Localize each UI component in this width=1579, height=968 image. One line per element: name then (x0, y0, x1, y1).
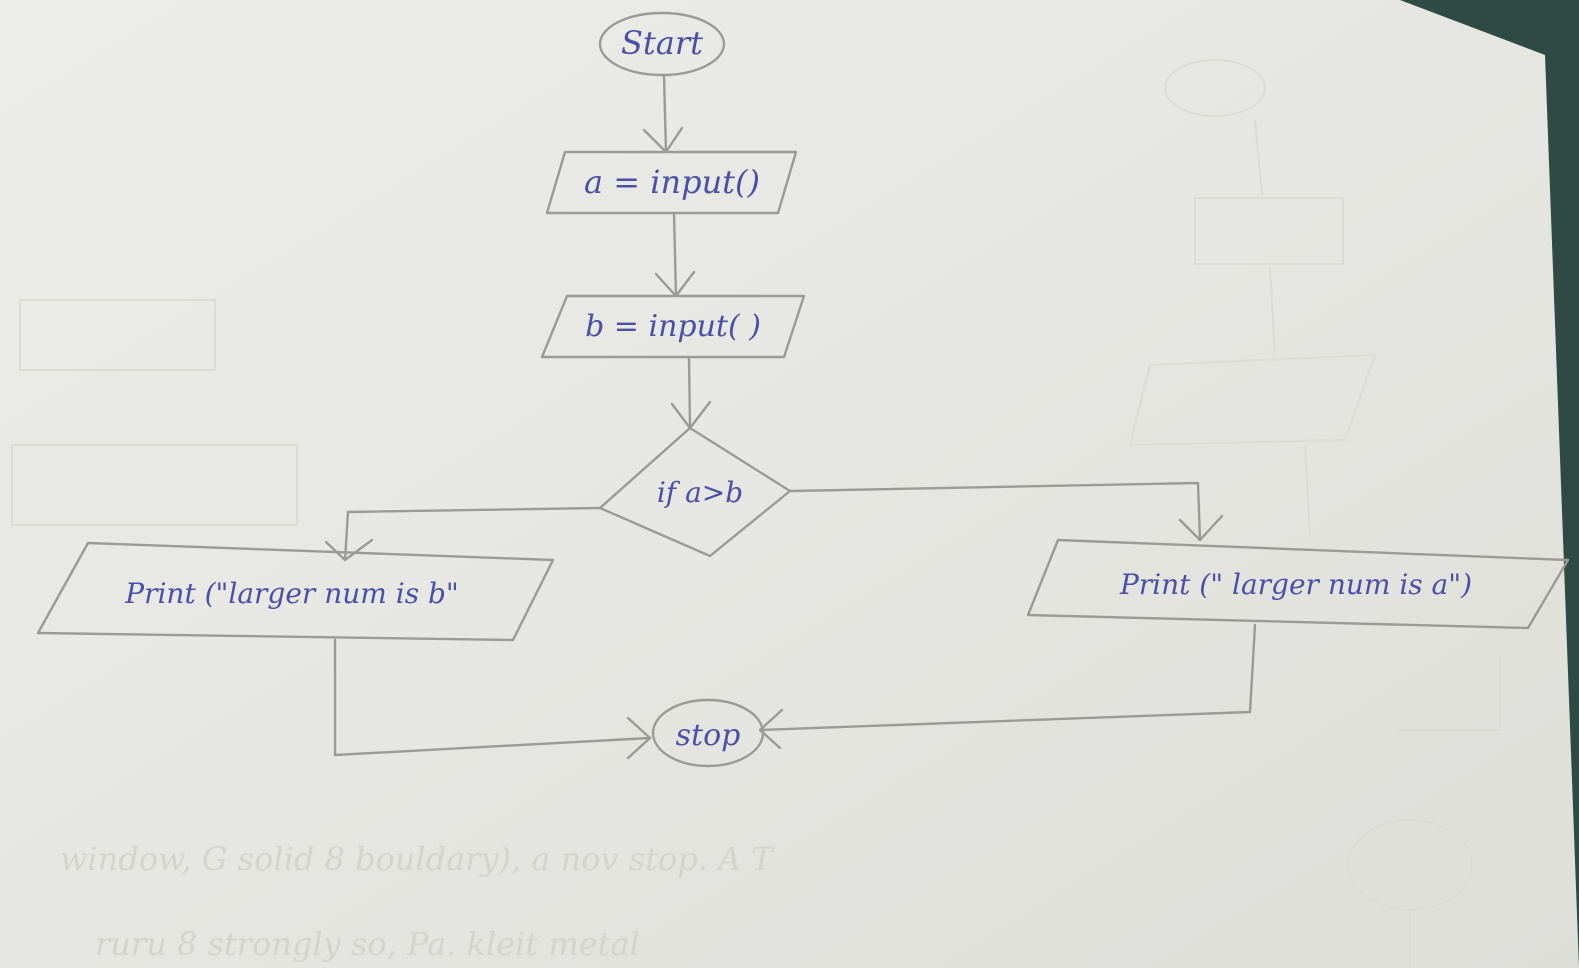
bleed-through-sketch: window, G solid 8 bouldary), a nov stop.… (11, 59, 1501, 968)
arrowhead-stop-left (626, 716, 652, 760)
print-b-box (36, 541, 555, 642)
stop-terminal (651, 698, 765, 768)
arrowhead-stop-right (758, 708, 784, 750)
input-b-label: b = input( ) (585, 309, 761, 344)
background-writing-line-1: window, G solid 8 bouldary), a nov stop.… (60, 840, 775, 878)
connector-decision-to-print-a (788, 481, 1202, 542)
decision-diamond (598, 426, 792, 558)
input-b-box (540, 294, 806, 359)
connectors (324, 73, 1257, 760)
flowchart-labels: Start a = input() b = input( ) if a>b Pr… (124, 24, 1472, 753)
print-a-box (1026, 538, 1570, 630)
flowchart-shapes (36, 11, 1570, 768)
arrowhead-print-a (1178, 514, 1224, 542)
print-a-label: Print (" larger num is a") (1119, 568, 1472, 601)
start-label: Start (621, 24, 703, 62)
connector-start-to-input-a (662, 73, 668, 154)
input-a-label: a = input() (584, 163, 760, 201)
print-b-label: Print ("larger num is b" (124, 577, 459, 610)
connector-print-a-to-stop (758, 623, 1257, 732)
start-terminal (598, 11, 726, 77)
background-writing-line-2: ruru 8 strongly so, Pa. kleit metal (95, 925, 640, 963)
decision-label: if a>b (657, 476, 743, 509)
arrowhead-print-b (324, 538, 374, 562)
connector-print-b-to-stop (333, 638, 652, 757)
stop-label: stop (676, 718, 741, 753)
connector-input-b-to-decision (687, 355, 692, 430)
input-a-box (545, 150, 798, 215)
connector-decision-to-print-b (343, 506, 602, 562)
connector-input-a-to-input-b (672, 211, 678, 298)
